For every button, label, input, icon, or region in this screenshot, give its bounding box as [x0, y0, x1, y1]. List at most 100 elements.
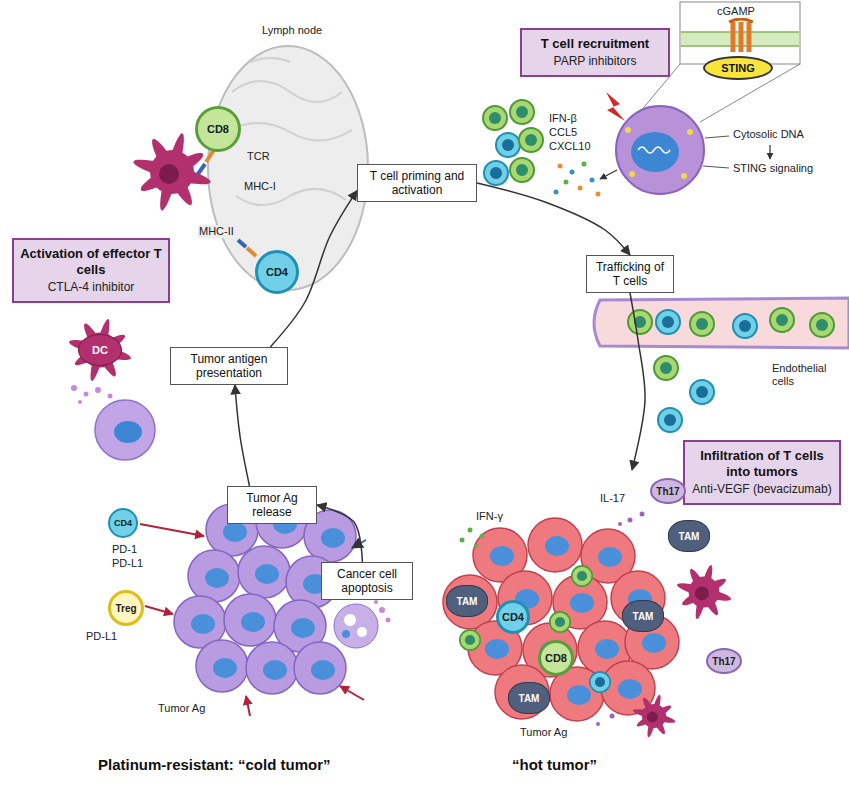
annotation-label: MHC-II	[198, 225, 235, 238]
node-text: Activation of effector T cells	[20, 246, 162, 278]
therapy-callout: T cell recruitmentPARP inhibitors	[520, 28, 670, 77]
process-box: Tumor Ag release	[227, 486, 317, 524]
therapy-callout: Infiltration of T cells into tumorsAnti-…	[683, 440, 841, 505]
left-dendritic-cell	[95, 400, 155, 460]
node-text: CD8	[207, 123, 229, 135]
cold-tumor	[224, 594, 276, 646]
left-dendritic-cell	[68, 318, 155, 460]
cytokines	[570, 170, 575, 175]
cold-tumor	[352, 540, 366, 548]
annotation-label: IFN-γ	[476, 510, 503, 523]
node-text: Trafficking of T cells	[592, 260, 668, 288]
cancer-cell	[625, 127, 631, 133]
hot-tumor	[618, 522, 622, 526]
node-text: TAM	[457, 596, 478, 607]
node-text: CD4	[266, 266, 288, 278]
node-text: TAM	[519, 693, 540, 704]
annotation-label: IL-17	[600, 492, 625, 505]
cold-tumor	[344, 614, 356, 626]
node-text: CD8	[545, 652, 567, 664]
cytokines	[590, 178, 595, 183]
annotation-label: Tumor Ag	[520, 726, 567, 739]
node-text: Treg	[115, 603, 136, 614]
cancer-cell	[703, 166, 729, 168]
receptor-contacts	[247, 248, 256, 256]
cold-tumor	[246, 696, 250, 716]
cancer-cell	[631, 132, 679, 172]
treg-cell: Treg	[108, 590, 144, 626]
blood-vessel	[733, 314, 757, 338]
lymph-node	[226, 123, 352, 141]
node-text: T cell priming and activation	[363, 169, 471, 197]
blood-vessel	[628, 310, 652, 334]
annotation-label: “hot tumor”	[512, 756, 597, 774]
th17-cell: Th17	[650, 478, 686, 504]
node-text: CD4	[502, 611, 524, 623]
hot-tumor	[596, 722, 600, 726]
receptor-contacts	[206, 150, 214, 162]
annotation-label: PD-L1	[112, 557, 143, 570]
macrophage: TAM	[668, 520, 710, 552]
cold-tumor	[357, 627, 367, 637]
hot-tumor	[610, 714, 615, 719]
lymph-node	[250, 58, 290, 62]
annotation-label: Tumor Ag	[158, 702, 205, 715]
cold-tumor	[386, 618, 391, 623]
therapy-callout: Activation of effector T cellsCTLA-4 inh…	[12, 238, 170, 303]
annotation-label: TCR	[246, 150, 271, 163]
node-text: DC	[92, 344, 108, 356]
hot-tumor	[480, 534, 485, 539]
hot-tumor	[460, 538, 465, 543]
t-cell: CD8	[195, 106, 241, 152]
process-box: Tumor antigen presentation	[170, 347, 288, 385]
cytokines	[600, 170, 617, 179]
receptor-contacts	[238, 240, 246, 247]
hot-tumor	[628, 518, 633, 523]
cytokines	[554, 162, 618, 197]
cytokines	[582, 162, 587, 167]
hot-tumor	[474, 544, 478, 548]
sting-inset	[733, 22, 749, 52]
dendritic-cell: DC	[78, 334, 122, 366]
t-cell: CD4	[255, 250, 299, 294]
left-dendritic-cell	[84, 392, 89, 397]
node-text: Th17	[656, 486, 679, 497]
annotation-label: Endothelial cells	[772, 362, 844, 388]
sting-inset	[680, 2, 800, 64]
hot-tumor	[550, 612, 570, 632]
t-cell-cluster	[496, 133, 520, 157]
t-cell-cluster	[483, 100, 543, 185]
t-cell-cluster	[519, 128, 543, 152]
cycle-arc	[630, 293, 645, 470]
annotation-label: Lymph node	[262, 24, 322, 37]
annotation-label: cGAMP	[716, 5, 756, 18]
node-text: T cell recruitment	[528, 36, 662, 52]
node-text: TAM	[633, 611, 654, 622]
sting-protein: STING	[703, 56, 773, 80]
node-text: Tumor Ag release	[233, 491, 311, 519]
t-cell-cluster	[484, 161, 508, 185]
annotation-label: CXCL10	[549, 140, 591, 153]
node-text: Anti-VEGF (bevacizumab)	[691, 482, 833, 497]
cytokines	[564, 180, 569, 185]
receptor-contacts	[198, 150, 256, 256]
cancer-cell	[616, 106, 704, 194]
hot-tumor	[460, 630, 480, 650]
hot-tumor	[640, 512, 645, 517]
hot-tumor	[443, 575, 497, 629]
cytokines	[558, 164, 563, 169]
process-box: Trafficking of T cells	[586, 255, 674, 293]
blood-vessel	[594, 298, 849, 432]
node-text: PARP inhibitors	[528, 54, 662, 69]
hot-tumor	[676, 564, 733, 620]
cold-tumor	[196, 640, 248, 692]
hot-tumor	[443, 512, 732, 739]
receptor-contacts	[198, 164, 205, 174]
cold-tumor	[238, 546, 290, 598]
macrophage: TAM	[446, 585, 488, 617]
node-text: Infiltration of T cells into tumors	[691, 448, 833, 480]
blood-vessel	[770, 308, 794, 332]
node-text: Th17	[712, 656, 735, 667]
hot-tumor	[495, 665, 549, 719]
left-dendritic-cell	[114, 421, 142, 443]
